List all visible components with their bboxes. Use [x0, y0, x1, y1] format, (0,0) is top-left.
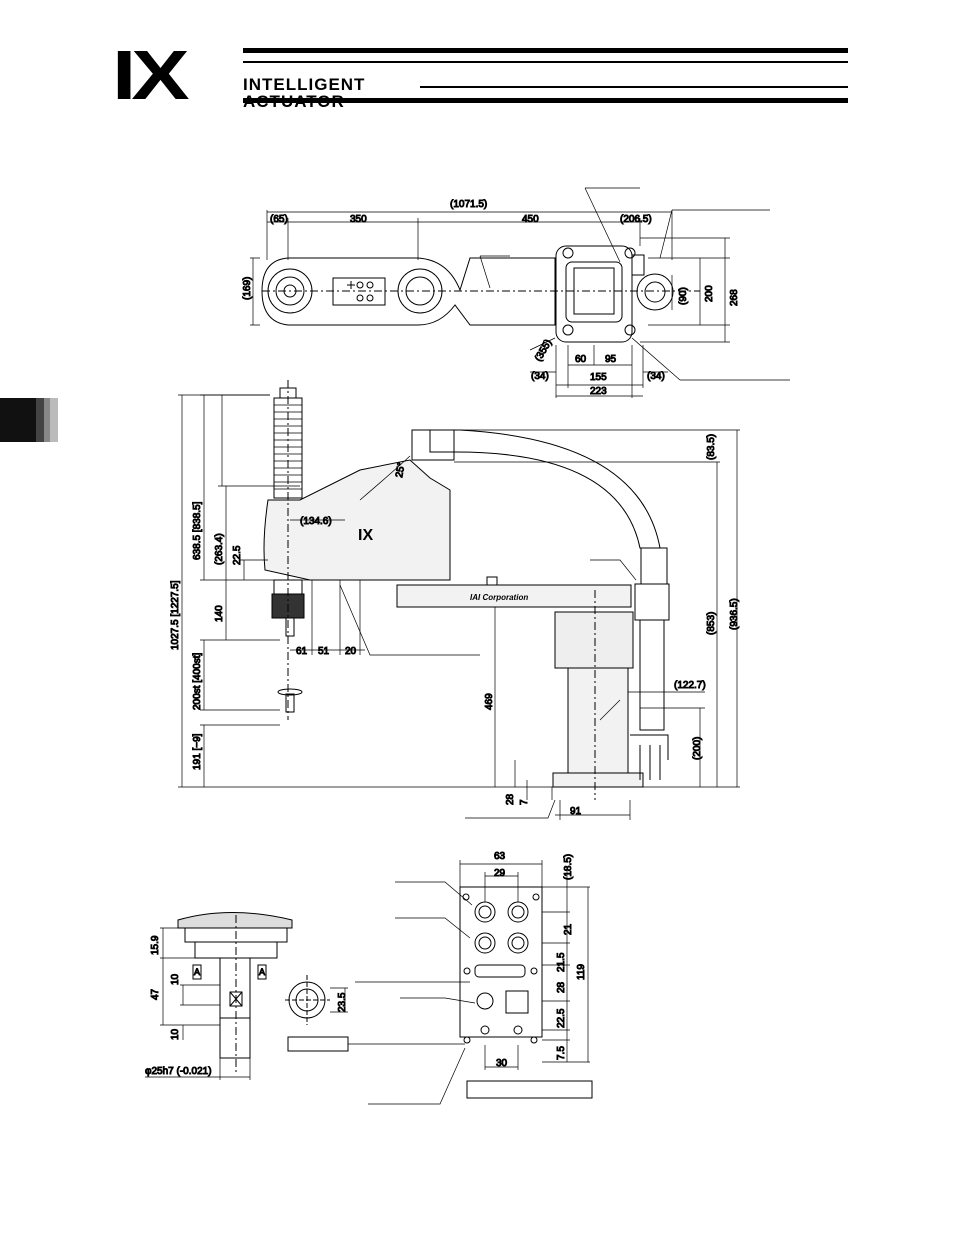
svg-text:φ25h7 (-0.021): φ25h7 (-0.021): [145, 1066, 212, 1077]
header-rule-lower: [420, 86, 848, 88]
svg-text:(122.7): (122.7): [674, 680, 706, 691]
dim-top-overall: (1071.5): [450, 199, 487, 210]
svg-text:200st [400st]: 200st [400st]: [192, 653, 203, 710]
header-rule-top: [243, 48, 848, 53]
svg-text:7: 7: [519, 799, 530, 805]
svg-text:22.5: 22.5: [556, 1008, 567, 1028]
header-rule-mid: [243, 61, 848, 63]
svg-text:350: 350: [350, 214, 367, 225]
connector-1: [474, 901, 496, 923]
d-sub-connector: [474, 964, 526, 978]
svg-text:(853): (853): [706, 612, 717, 635]
svg-text:30: 30: [496, 1058, 508, 1069]
top-view-base: [555, 245, 633, 343]
svg-text:(206.5): (206.5): [620, 214, 652, 225]
svg-text:20: 20: [345, 646, 357, 657]
side-view-base-foot: [552, 772, 644, 788]
svg-text:(134.6): (134.6): [300, 516, 332, 527]
svg-text:21: 21: [563, 923, 574, 935]
svg-text:(83.5): (83.5): [706, 434, 717, 460]
arm-ix-logo: IX: [358, 527, 373, 544]
svg-text:(263.4): (263.4): [214, 533, 225, 565]
side-view-arm1: [396, 584, 632, 608]
svg-text:28: 28: [556, 981, 567, 993]
svg-text:155: 155: [590, 372, 607, 383]
top-view-joint2: [397, 268, 443, 314]
side-view-arm2: [263, 459, 451, 581]
svg-text:60: 60: [575, 354, 587, 365]
svg-text:91: 91: [570, 806, 582, 817]
svg-text:10: 10: [170, 1028, 181, 1040]
svg-text:A: A: [194, 967, 200, 977]
svg-text:200: 200: [704, 285, 715, 302]
svg-text:51: 51: [318, 646, 330, 657]
svg-text:21.5: 21.5: [556, 952, 567, 972]
shaft-detail-view: A A 15.9 47 10 10 23.5 φ25h7 (-0.021): [145, 912, 465, 1080]
svg-text:140: 140: [214, 605, 225, 622]
header-rule-bottom: [243, 98, 848, 103]
arm-brand-text: IAI Corporation: [470, 593, 528, 602]
svg-text:25°: 25°: [394, 462, 407, 479]
svg-text:191 [−9]: 191 [−9]: [192, 733, 203, 770]
top-view-cable-port: [636, 273, 674, 311]
svg-text:(355): (355): [533, 338, 554, 364]
air-port: [476, 992, 494, 1010]
top-view-arm-outline: [261, 257, 556, 326]
svg-text:450: 450: [522, 214, 539, 225]
connector-panel: [459, 886, 543, 1038]
svg-text:29: 29: [494, 868, 506, 879]
side-view-base-top: [554, 611, 634, 669]
svg-text:95: 95: [605, 354, 617, 365]
dim-total-height: 1027.5 [1227.5]: [170, 580, 181, 650]
logo-text-line1: INTELLIGENT: [243, 75, 366, 94]
connector-panel-view: 63 29 (18.5) 21 21.5 28 22.5 7.5 119 30: [355, 851, 593, 1105]
svg-text:61: 61: [296, 646, 308, 657]
svg-text:A: A: [259, 967, 265, 977]
chapter-tab: [0, 398, 58, 442]
connector-2: [507, 901, 529, 923]
svg-text:223: 223: [590, 386, 607, 397]
svg-text:47: 47: [150, 988, 161, 1000]
svg-text:(34): (34): [531, 371, 549, 382]
top-view: (1071.5) (65) 350 450 (206.5) (169) (90)…: [242, 187, 790, 398]
svg-text:28: 28: [505, 793, 516, 805]
connector-3: [474, 932, 496, 954]
svg-text:63: 63: [494, 851, 506, 862]
svg-text:10: 10: [170, 973, 181, 985]
svg-text:(18.5): (18.5): [563, 854, 574, 880]
svg-text:(65): (65): [270, 214, 288, 225]
shaft-body: [219, 957, 251, 1019]
side-view-cable-pipe: [429, 429, 661, 549]
svg-text:638.5 [838.5]: 638.5 [838.5]: [192, 501, 203, 560]
svg-text:23.5: 23.5: [337, 992, 348, 1012]
svg-text:22.5: 22.5: [232, 545, 243, 565]
svg-text:(936.5): (936.5): [729, 598, 740, 630]
svg-text:(90): (90): [678, 287, 689, 305]
svg-text:15.9: 15.9: [150, 935, 161, 955]
connector-4: [507, 932, 529, 954]
logo-mark: IX: [112, 36, 190, 114]
svg-text:268: 268: [729, 289, 740, 306]
svg-text:(169): (169): [242, 277, 253, 300]
svg-text:469: 469: [484, 693, 495, 710]
svg-text:(34): (34): [647, 371, 665, 382]
svg-text:7.5: 7.5: [556, 1046, 567, 1060]
side-view-base-column: [567, 667, 629, 774]
svg-text:119: 119: [576, 964, 587, 980]
svg-text:(200): (200): [692, 737, 703, 760]
side-view: IX IAI Corporation 102: [170, 380, 741, 820]
shaft-flange: [177, 912, 293, 929]
